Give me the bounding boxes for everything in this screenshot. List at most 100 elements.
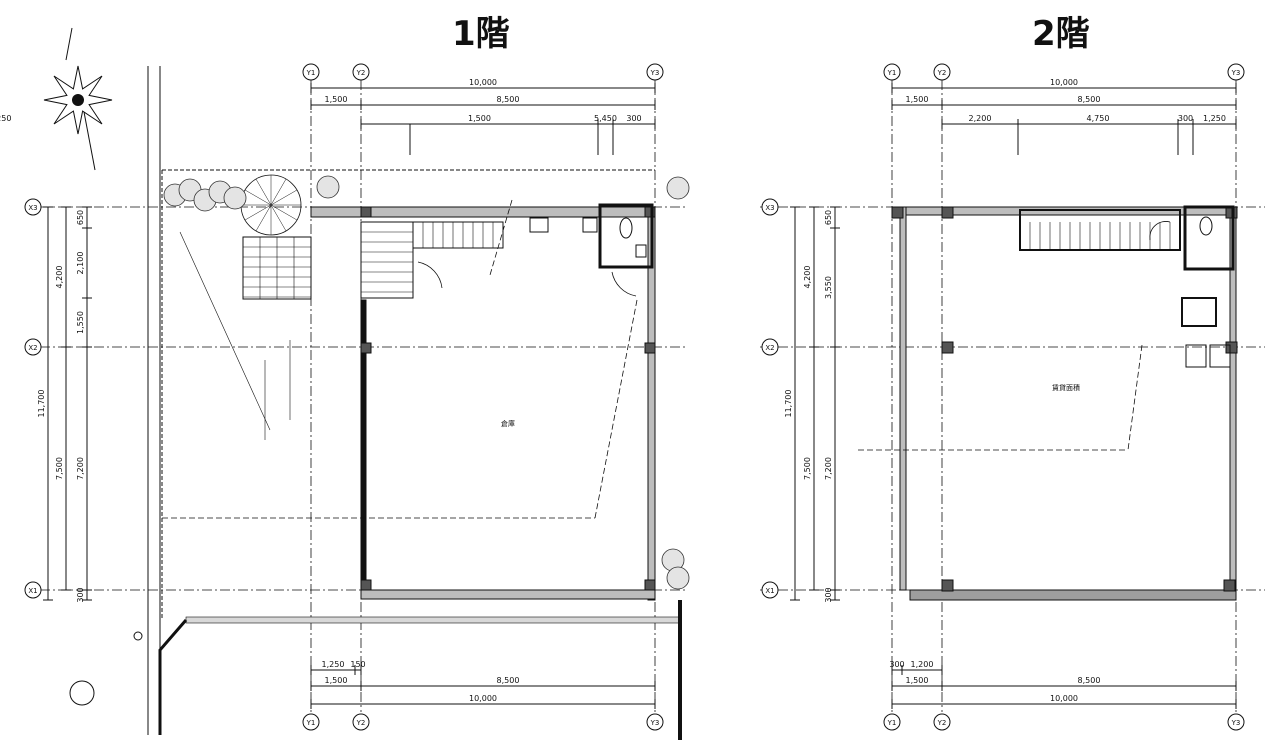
grid-bubble-circle bbox=[883, 713, 901, 731]
dimension-value: 8,500 bbox=[1078, 676, 1101, 685]
grid-bubble-label: X2 bbox=[765, 344, 774, 352]
dimension-value: 300 bbox=[889, 660, 904, 669]
grid-bubble-y3-bottom: Y3 bbox=[1227, 713, 1245, 731]
dimension-value: 4,750 bbox=[1087, 114, 1110, 123]
dimension-value: 1,500 bbox=[325, 676, 348, 685]
dimension-value: 650 bbox=[76, 210, 85, 225]
grid-bubble-label: Y1 bbox=[306, 69, 316, 77]
grid-bubble-y3-top: Y3 bbox=[1227, 63, 1245, 81]
restroom bbox=[1181, 205, 1235, 368]
grid-bubble-label: Y3 bbox=[650, 719, 660, 727]
utility-box bbox=[1181, 297, 1217, 327]
utility-box-3 bbox=[1209, 344, 1231, 368]
dimension-value: 8,500 bbox=[1078, 95, 1101, 104]
compass-needle bbox=[83, 111, 96, 171]
grid-bubble-label: X3 bbox=[765, 204, 774, 212]
grid-bubble-circle bbox=[761, 338, 779, 356]
dimension-value: 650 bbox=[824, 210, 833, 225]
dimension-value: 10,000 bbox=[1050, 694, 1078, 703]
room-label-rental-area: 賃貸面積 bbox=[1052, 383, 1080, 392]
manhole bbox=[133, 631, 143, 641]
compass-center bbox=[72, 94, 84, 106]
slope-line bbox=[179, 231, 271, 431]
grid-bubble-circle bbox=[352, 713, 370, 731]
grid-bubble-label: X2 bbox=[28, 344, 37, 352]
grid-bubble-label: Y1 bbox=[887, 719, 897, 727]
grid-bubble-circle bbox=[24, 198, 42, 216]
fence-south bbox=[185, 616, 682, 624]
grid-bubble-y3-top: Y3 bbox=[646, 63, 664, 81]
toilet bbox=[1199, 216, 1213, 236]
fence-corner bbox=[158, 619, 188, 735]
tree-branch bbox=[270, 189, 298, 206]
grid-bubble-y3-bottom: Y3 bbox=[646, 713, 664, 731]
dashed-area-boundary bbox=[489, 199, 513, 276]
north-wall-entry bbox=[310, 206, 362, 218]
dimension-value: 1,500 bbox=[906, 676, 929, 685]
structural-column bbox=[891, 206, 904, 219]
structural-column bbox=[360, 579, 372, 591]
entry-door-swing bbox=[417, 261, 443, 289]
dimension-value: 1,200 bbox=[911, 660, 934, 669]
tree-branch bbox=[244, 204, 272, 221]
grid-bubble-label: Y3 bbox=[650, 69, 660, 77]
north-wall bbox=[360, 206, 656, 218]
interior-stair-upper bbox=[412, 221, 504, 249]
grid-bubble-y2-top: Y2 bbox=[933, 63, 951, 81]
grid-bubble-circle bbox=[1227, 713, 1245, 731]
dimension-value: 7,200 bbox=[824, 457, 833, 480]
restroom-wall bbox=[1183, 205, 1235, 271]
grid-bubble-circle bbox=[933, 713, 951, 731]
grid-bubble-y2-top: Y2 bbox=[352, 63, 370, 81]
tree-branch bbox=[255, 204, 272, 232]
fixture bbox=[582, 217, 598, 233]
south-wall bbox=[360, 589, 656, 600]
structural-column bbox=[360, 206, 372, 218]
dimension-value: 11,700 bbox=[784, 390, 793, 418]
restroom bbox=[529, 203, 654, 269]
dimension-value: 7,500 bbox=[803, 457, 812, 480]
restroom-wall bbox=[598, 203, 654, 269]
dimension-value: 10,000 bbox=[469, 694, 497, 703]
counter bbox=[529, 217, 549, 233]
structural-column bbox=[941, 579, 954, 592]
grid-bubble-circle bbox=[352, 63, 370, 81]
dimension-value: 3,550 bbox=[824, 276, 833, 299]
grid-bubble-label: X3 bbox=[28, 204, 37, 212]
grid-bubble-label: Y2 bbox=[356, 719, 366, 727]
west-wall bbox=[899, 206, 907, 591]
dimension-value: 8,500 bbox=[497, 676, 520, 685]
shrub bbox=[666, 176, 690, 200]
grid-bubble-circle bbox=[761, 581, 779, 599]
grid-bubble-circle bbox=[933, 63, 951, 81]
dimension-value: 8,500 bbox=[497, 95, 520, 104]
grid-bubble-circle bbox=[646, 713, 664, 731]
interior-stair-lower bbox=[360, 221, 414, 299]
structural-column bbox=[941, 206, 954, 219]
dimension-value: 1,250 bbox=[0, 114, 11, 123]
shrub bbox=[666, 566, 690, 590]
grid-bubble-y2-bottom: Y2 bbox=[933, 713, 951, 731]
grid-bubble-y1-top: Y1 bbox=[883, 63, 901, 81]
grid-bubble-label: Y1 bbox=[887, 69, 897, 77]
grid-bubble-x2: X2 bbox=[761, 338, 779, 356]
floor-1-title: 1階 bbox=[452, 14, 510, 54]
room-label-storage: 倉庫 bbox=[501, 419, 515, 428]
dimension-value: 1,250 bbox=[322, 660, 345, 669]
grid-bubble-label: Y3 bbox=[1231, 69, 1241, 77]
grid-bubble-circle bbox=[883, 63, 901, 81]
site-marker bbox=[69, 680, 95, 706]
grid-bubble-y2-bottom: Y2 bbox=[352, 713, 370, 731]
structural-column bbox=[941, 341, 954, 354]
dimension-value: 1,250 bbox=[1203, 114, 1226, 123]
grid-bubble-y1-bottom: Y1 bbox=[883, 713, 901, 731]
grid-bubble-x1: X1 bbox=[761, 581, 779, 599]
